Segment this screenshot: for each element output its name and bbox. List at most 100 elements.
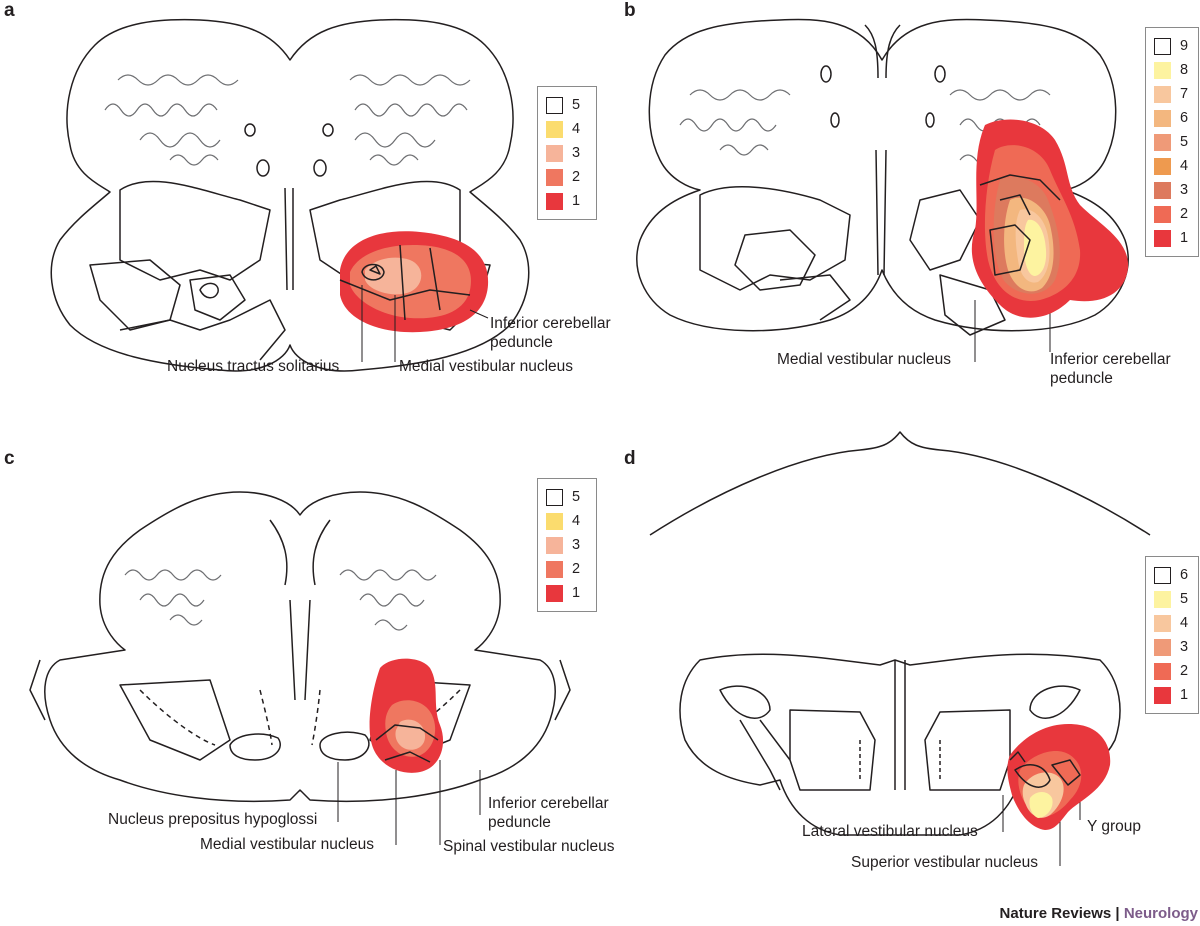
label-a-inferior-cerebellar-peduncle: Inferior cerebellar peduncle: [490, 315, 611, 351]
legend-a-swatch: [546, 168, 563, 186]
legend-c-row: 3: [546, 533, 588, 557]
legend-c-row: 5: [546, 485, 588, 509]
legend-d-row: 3: [1154, 635, 1190, 659]
legend-b-value: 4: [1180, 158, 1189, 174]
legend-a-row: 4: [546, 117, 588, 141]
legend-c-swatch: [546, 536, 563, 554]
label-c-inferior-cerebellar-peduncle: Inferior cerebellar peduncle: [488, 795, 609, 831]
panel-a-letter: a: [4, 0, 15, 21]
legend-d-swatch: [1154, 566, 1171, 584]
legend-c-swatch: [546, 560, 563, 578]
legend-a-swatch: [546, 192, 563, 210]
legend-d-swatch: [1154, 638, 1171, 656]
legend-d-swatch: [1154, 614, 1171, 632]
label-b-medial-vestibular-nucleus: Medial vestibular nucleus: [777, 351, 952, 368]
legend-a-value: 3: [572, 145, 581, 161]
legend-b-row: 6: [1154, 106, 1190, 130]
legend-a: 5 4 3 2 1: [537, 86, 597, 220]
label-b-inferior-cerebellar-peduncle: Inferior cerebellar peduncle: [1050, 351, 1171, 387]
legend-b-row: 1: [1154, 226, 1190, 250]
legend-b-swatch: [1154, 133, 1171, 151]
panel-c-drawing: [29, 491, 571, 845]
journal-credit: Nature Reviews | Neurology: [1000, 905, 1198, 922]
legend-d-value: 1: [1180, 687, 1189, 703]
legend-d-row: 6: [1154, 563, 1190, 587]
credit-separator: |: [1111, 905, 1124, 922]
label-c-nucleus-prepositus-hypoglossi: Nucleus prepositus hypoglossi: [108, 811, 318, 828]
legend-d-row: 4: [1154, 611, 1190, 635]
legend-b-row: 5: [1154, 130, 1190, 154]
legend-d-value: 5: [1180, 591, 1189, 607]
legend-b-value: 6: [1180, 110, 1189, 126]
legend-a-swatch: [546, 96, 563, 114]
legend-b-value: 3: [1180, 182, 1189, 198]
legend-d-swatch: [1154, 686, 1171, 704]
legend-d-row: 1: [1154, 683, 1190, 707]
legend-a-value: 2: [572, 169, 581, 185]
legend-b-value: 2: [1180, 206, 1189, 222]
legend-b-value: 5: [1180, 134, 1189, 150]
legend-c-value: 5: [572, 489, 581, 505]
legend-c-row: 2: [546, 557, 588, 581]
panel-c-lesion: [369, 658, 444, 773]
legend-b-swatch: [1154, 61, 1171, 79]
legend-d-swatch: [1154, 590, 1171, 608]
legend-a-value: 4: [572, 121, 581, 137]
legend-b-swatch: [1154, 37, 1171, 55]
legend-c: 5 4 3 2 1: [537, 478, 597, 612]
legend-d: 6 5 4 3 2 1: [1145, 556, 1199, 714]
panel-b-letter: b: [624, 0, 636, 21]
legend-b: 9 8 7 6 5 4 3 2 1: [1145, 27, 1199, 257]
label-a-medial-vestibular-nucleus: Medial vestibular nucleus: [399, 358, 574, 375]
label-d-lateral-vestibular-nucleus: Lateral vestibular nucleus: [802, 823, 978, 840]
panel-b-lesion: [971, 119, 1129, 318]
legend-b-value: 8: [1180, 62, 1189, 78]
panel-a-lesion-outlines: [339, 244, 489, 362]
label-d-y-group: Y group: [1087, 818, 1142, 835]
legend-a-swatch: [546, 120, 563, 138]
legend-b-row: 2: [1154, 202, 1190, 226]
panel-b-lesion-outlines: [979, 174, 1061, 276]
legend-a-row: 5: [546, 93, 588, 117]
legend-b-row: 3: [1154, 178, 1190, 202]
legend-b-value: 9: [1180, 38, 1189, 54]
legend-b-swatch: [1154, 157, 1171, 175]
legend-c-row: 1: [546, 581, 588, 605]
label-c-spinal-vestibular-nucleus: Spinal vestibular nucleus: [443, 838, 615, 855]
credit-journal: Nature Reviews: [999, 905, 1112, 922]
panel-c-lesion-outlines: [375, 724, 439, 763]
legend-b-swatch: [1154, 229, 1171, 247]
legend-d-swatch: [1154, 662, 1171, 680]
legend-b-swatch: [1154, 181, 1171, 199]
legend-c-swatch: [546, 584, 563, 602]
legend-a-row: 1: [546, 189, 588, 213]
legend-d-value: 6: [1180, 567, 1189, 583]
legend-c-value: 3: [572, 537, 581, 553]
legend-b-row: 8: [1154, 58, 1190, 82]
legend-c-value: 2: [572, 561, 581, 577]
panel-c-letter: c: [4, 448, 15, 469]
legend-d-value: 4: [1180, 615, 1189, 631]
legend-c-swatch: [546, 512, 563, 530]
legend-c-value: 4: [572, 513, 581, 529]
legend-b-value: 1: [1180, 230, 1189, 246]
legend-a-swatch: [546, 144, 563, 162]
legend-d-value: 3: [1180, 639, 1189, 655]
legend-c-value: 1: [572, 585, 581, 601]
legend-a-row: 2: [546, 165, 588, 189]
legend-b-swatch: [1154, 85, 1171, 103]
legend-a-row: 3: [546, 141, 588, 165]
panel-d-letter: d: [624, 448, 636, 469]
legend-c-swatch: [546, 488, 563, 506]
legend-b-row: 7: [1154, 82, 1190, 106]
legend-a-value: 1: [572, 193, 581, 209]
label-d-superior-vestibular-nucleus: Superior vestibular nucleus: [851, 854, 1038, 871]
legend-b-value: 7: [1180, 86, 1189, 102]
credit-section: Neurology: [1123, 905, 1198, 922]
panel-d-lesion: [1007, 724, 1111, 830]
legend-d-value: 2: [1180, 663, 1189, 679]
legend-d-row: 5: [1154, 587, 1190, 611]
label-c-medial-vestibular-nucleus: Medial vestibular nucleus: [200, 836, 375, 853]
legend-a-value: 5: [572, 97, 581, 113]
